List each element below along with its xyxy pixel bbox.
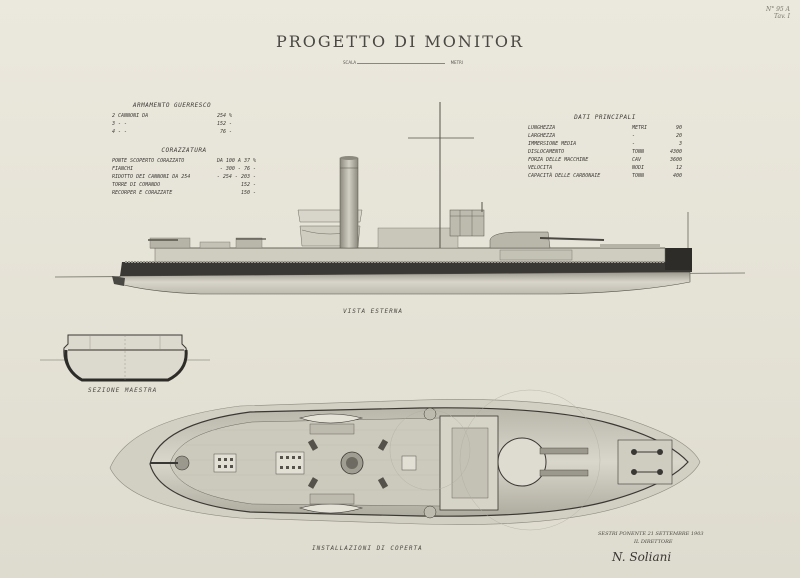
turret-arc (459, 389, 601, 531)
boat-plan (298, 503, 364, 514)
lower-hull (119, 271, 691, 295)
deck-plan-view (109, 389, 701, 531)
forward-gun-mount (149, 237, 191, 249)
corner-line-2: Tav. I (774, 13, 790, 20)
side-view (54, 102, 746, 295)
skylight (275, 451, 305, 475)
armament-heading: ARMAMENTO GUERRESCO (132, 102, 212, 109)
main-turret (489, 231, 551, 249)
scale-bar: SCALA METRI (343, 60, 463, 70)
main-turret-plan (497, 437, 547, 487)
upper-hull (154, 247, 666, 263)
hatch (401, 455, 417, 471)
bridge (449, 209, 485, 237)
scale-label-left: SCALA (343, 60, 357, 65)
caption-midsection: SEZIONE MAESTRA (88, 387, 158, 394)
deck-house (199, 241, 231, 249)
main-data-heading: DATI PRINCIPALI (574, 114, 636, 121)
table-row: LARGHEZZA-20 (528, 133, 682, 139)
caption-external-view: VISTA ESTERNA (343, 308, 403, 315)
table-row: RIDOTTO DEI CANNONI DA 254- 254 - 203 - (112, 174, 256, 180)
corner-line-1: N° 95 A (765, 6, 790, 13)
corner-reference: N° 95 A Tav. I (740, 6, 790, 20)
scale-line (357, 63, 445, 64)
place-date: SESTRI PONENTE 21 SETTEMBRE 1903 (598, 531, 704, 537)
stern-block (665, 248, 692, 270)
funnel (339, 157, 359, 249)
page-title: PROGETTO DI MONITOR (275, 32, 525, 51)
main-deck (169, 417, 441, 507)
main-gun-barrel-plan (539, 469, 589, 477)
signature-role: IL DIRETTORE (634, 539, 673, 545)
armor-heading: CORAZZATURA (161, 147, 207, 154)
main-gun-barrel (539, 237, 605, 241)
main-gun-barrel-plan (539, 447, 589, 455)
table-row: FIANCHI- 300 - 76 - (112, 166, 256, 172)
superstructure (377, 227, 459, 249)
skylight (213, 453, 237, 473)
signature-block: SESTRI PONENTE 21 SETTEMBRE 1903 IL DIRE… (598, 530, 718, 564)
table-row: 4 - -76 - (112, 129, 232, 135)
table-row: IMMERSIONE MEDIA-3 (528, 141, 682, 147)
aft-structure (617, 439, 673, 485)
signature-name: N. Soliani (612, 550, 672, 564)
midsection-outline (63, 334, 188, 381)
bow-ram (112, 276, 125, 286)
deck-house (235, 237, 263, 249)
caption-deck: INSTALLAZIONI DI COPERTA (312, 545, 423, 552)
boat-plan (298, 413, 364, 424)
midsection-view (40, 334, 210, 382)
table-row: 3 - -152 - (112, 121, 232, 127)
scale-label-right: METRI (450, 60, 463, 65)
